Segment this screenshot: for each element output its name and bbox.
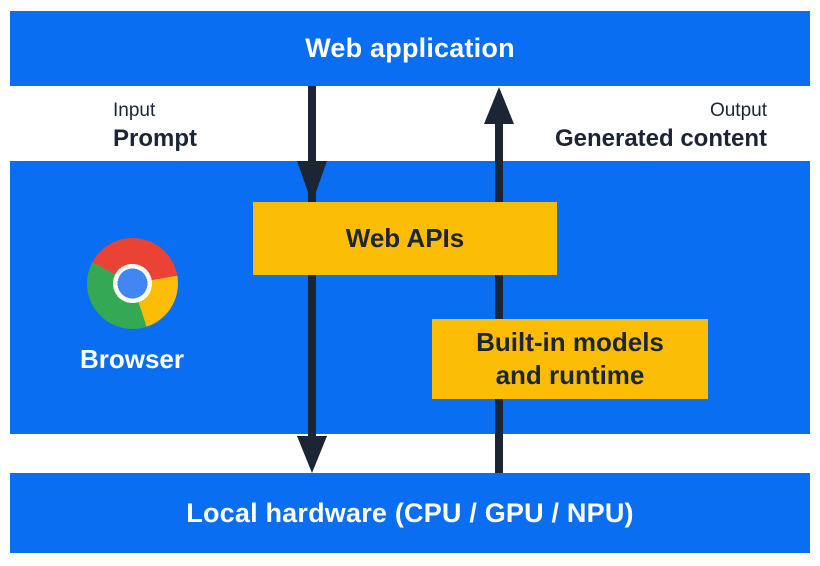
input-flow-arrowhead-bottom [297, 436, 327, 473]
output-flow-arrowhead-top [484, 87, 514, 124]
prompt-label: Prompt [113, 125, 197, 152]
generated-content-label: Generated content [554, 125, 767, 152]
local-hardware-bar: Local hardware (CPU / GPU / NPU) [10, 473, 810, 553]
output-caption-block: Output Generated content [555, 98, 767, 154]
web-apis-box: Web APIs [253, 202, 557, 275]
builtin-models-label-line2: and runtime [495, 360, 645, 390]
input-caption-block: Input Prompt [113, 98, 197, 154]
builtin-models-box: Built-in models and runtime [432, 319, 708, 399]
web-apis-label: Web APIs [345, 223, 465, 253]
local-hardware-label: Local hardware (CPU / GPU / NPU) [186, 497, 634, 528]
web-application-bar: Web application [10, 11, 810, 86]
input-caption: Input [113, 100, 156, 121]
builtin-models-label-line1: Built-in models [476, 327, 664, 357]
web-application-label: Web application [305, 33, 515, 63]
browser-label: Browser [79, 344, 185, 374]
chrome-icon [87, 238, 178, 329]
output-caption: Output [709, 100, 767, 121]
